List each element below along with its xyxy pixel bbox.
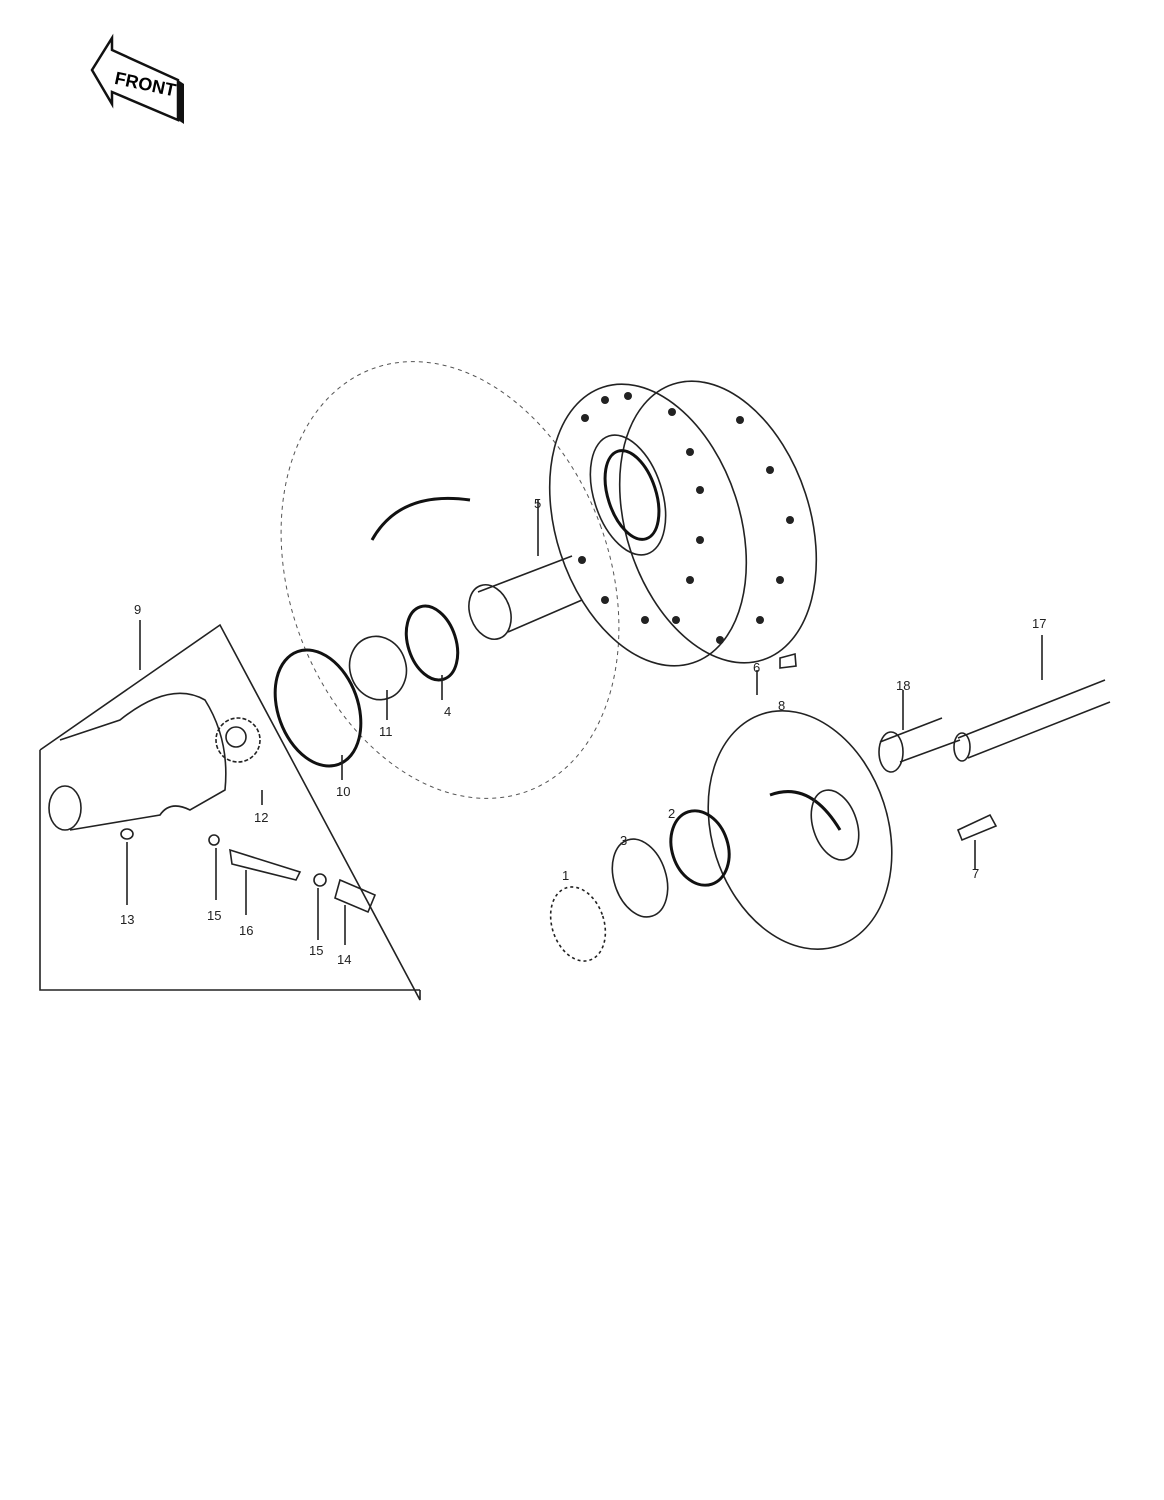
callout-12: 12 [254, 810, 268, 825]
callout-13: 13 [120, 912, 134, 927]
callout-15-b: 15 [309, 943, 323, 958]
callout-16: 16 [239, 923, 253, 938]
grease-seal [273, 648, 363, 768]
callout-14: 14 [337, 952, 351, 967]
callout-5: 5 [534, 496, 541, 511]
callout-7: 7 [972, 866, 979, 881]
circlip [611, 838, 669, 918]
callout-1: 1 [562, 868, 569, 883]
collar [878, 717, 961, 773]
brake-panel [707, 710, 893, 950]
washer [313, 873, 327, 887]
callout-9: 9 [134, 602, 141, 617]
bearing [549, 886, 607, 962]
callout-2: 2 [668, 806, 675, 821]
speedometer-gear [215, 717, 261, 763]
oil-seal [669, 809, 731, 887]
leader-lines [126, 500, 1043, 945]
pinion-shaft [229, 848, 302, 881]
callout-17: 17 [1032, 616, 1046, 631]
callout-3: 3 [620, 833, 627, 848]
tire-outline [280, 361, 620, 799]
screw [120, 828, 134, 840]
front-arrow-icon: FRONT [90, 33, 184, 124]
collar [348, 635, 408, 701]
washer [208, 834, 220, 846]
speedometer-gear-housing [48, 692, 227, 831]
callout-6: 6 [753, 660, 760, 675]
bearing [404, 604, 460, 682]
callout-10: 10 [336, 784, 350, 799]
axle [953, 679, 1111, 762]
wheel-hub [548, 380, 818, 667]
spacer-tube [468, 555, 583, 640]
bolt [956, 813, 998, 842]
bolt [779, 652, 797, 669]
speedometer-gear-group-box [39, 623, 421, 1001]
callout-15-a: 15 [207, 908, 221, 923]
callout-11: 11 [379, 724, 393, 739]
brake-shoe [370, 496, 471, 541]
callout-18: 18 [896, 678, 910, 693]
callout-4: 4 [444, 704, 451, 719]
callout-8: 8 [778, 698, 785, 713]
bushing [334, 878, 377, 914]
